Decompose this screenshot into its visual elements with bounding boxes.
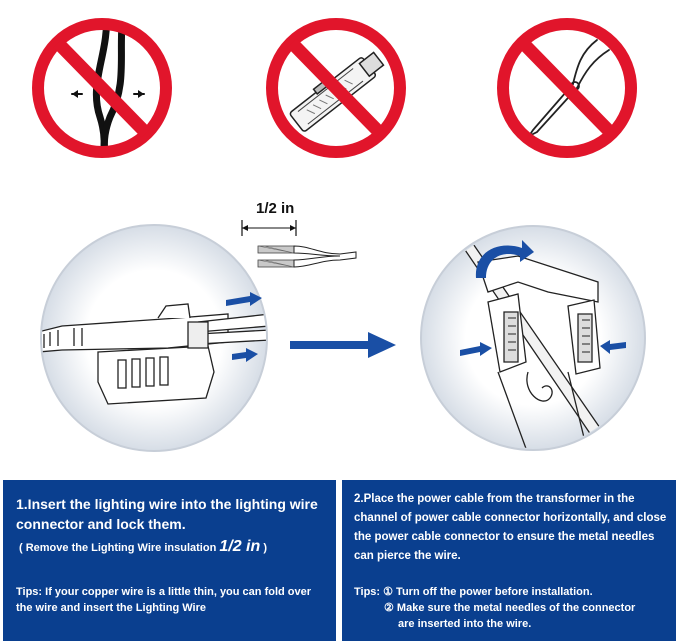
arrow-right-icon bbox=[290, 332, 396, 358]
prohibited-utility-knife bbox=[262, 12, 410, 164]
stripped-wire-icon bbox=[241, 220, 357, 268]
step1-note: ( Remove the Lighting Wire insulation 1/… bbox=[19, 538, 331, 555]
step-arrow bbox=[290, 330, 398, 360]
measurement-label: 1/2 in bbox=[256, 200, 295, 217]
prohibited-pliers bbox=[493, 12, 641, 164]
step2-tip2-cont: are inserted into the wire. bbox=[398, 618, 532, 630]
step1-tips: Tips: If your copper wire is a little th… bbox=[16, 586, 312, 614]
step1-note-prefix: ( Remove the Lighting Wire insulation bbox=[19, 542, 220, 554]
wire-connector-icon bbox=[40, 224, 268, 452]
no-pliers-icon bbox=[497, 18, 637, 158]
step1-title: 1.Insert the lighting wire into the ligh… bbox=[16, 496, 318, 532]
power-cable-connector-icon bbox=[420, 225, 646, 451]
step2-panel: 2.Place the power cable from the transfo… bbox=[342, 480, 676, 641]
step2-tips: Tips: ① Turn off the power before instal… bbox=[354, 584, 668, 632]
no-twisting-wire-icon bbox=[32, 18, 172, 158]
step1-note-emphasis: 1/2 in bbox=[219, 538, 261, 555]
lighting-wire-connector-diagram bbox=[38, 222, 270, 454]
step1-panel: 1.Insert the lighting wire into the ligh… bbox=[3, 480, 336, 641]
no-utility-knife-icon bbox=[266, 18, 406, 158]
step1-note-suffix: ) bbox=[260, 542, 267, 554]
step2-title: 2.Place the power cable from the transfo… bbox=[354, 493, 667, 562]
prohibited-twist-wire bbox=[28, 12, 176, 164]
step2-tip2: ② Make sure the metal needles of the con… bbox=[384, 602, 636, 614]
step2-tip1: ① Turn off the power before installation… bbox=[383, 586, 593, 598]
stripped-wire-diagram bbox=[240, 216, 360, 278]
power-cable-connector-diagram bbox=[418, 222, 648, 454]
step2-tip1-line: Tips: ① Turn off the power before instal… bbox=[354, 584, 668, 600]
step2-tips-label: Tips: bbox=[354, 586, 381, 598]
